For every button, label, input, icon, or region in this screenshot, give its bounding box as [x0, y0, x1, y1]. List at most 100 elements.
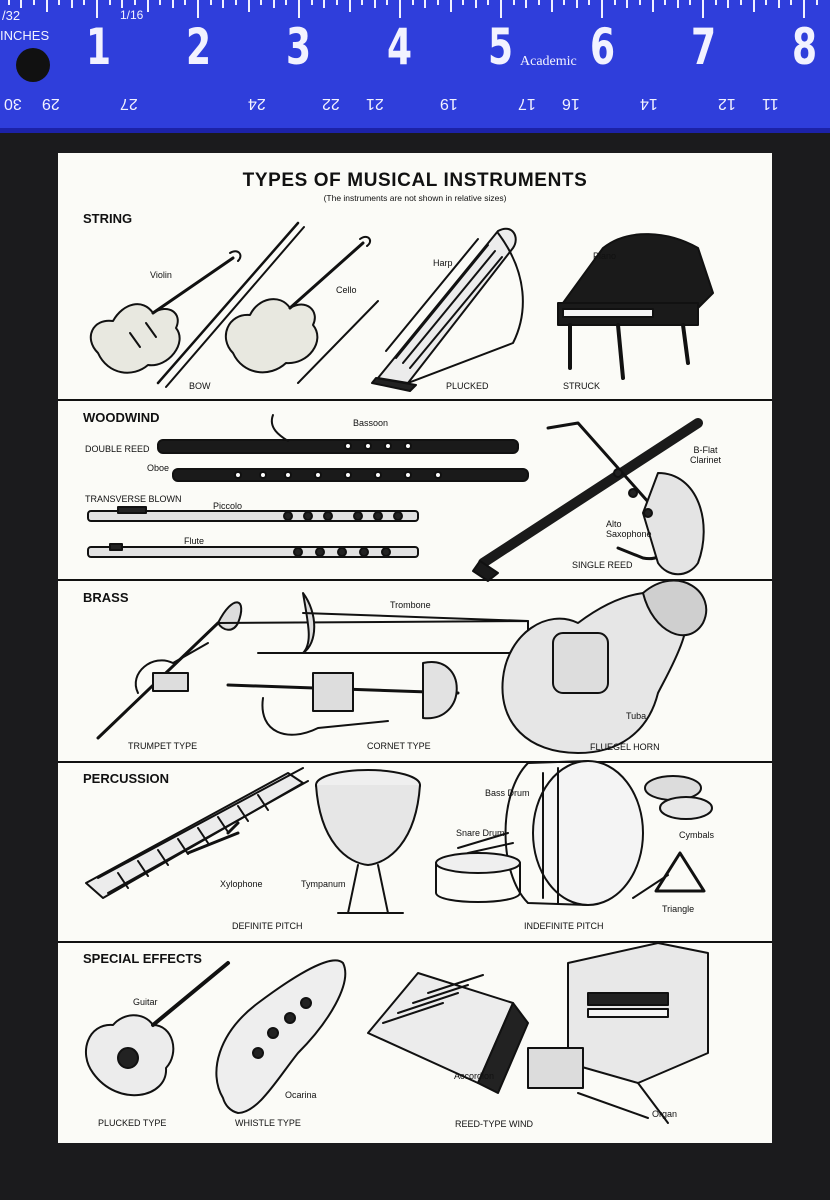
- label-saxophone: Alto Saxophone: [606, 519, 652, 539]
- ruler-cm-17: 17: [518, 95, 536, 112]
- ruler-tick: [474, 0, 477, 8]
- section-heading-special-effects: SPECIAL EFFECTS: [83, 951, 202, 966]
- ruler-tick: [512, 0, 515, 5]
- section-heading-percussion: PERCUSSION: [83, 771, 169, 786]
- ruler-inch-7: 7: [691, 18, 716, 76]
- ruler-tick: [714, 0, 717, 5]
- instrument-chart-page: TYPES OF MUSICAL INSTRUMENTS (The instru…: [58, 153, 772, 1143]
- ruler-tick: [20, 0, 23, 8]
- section-heading-woodwind: WOODWIND: [83, 410, 160, 425]
- ruler-tick: [739, 0, 742, 5]
- caption-plucked: PLUCKED: [446, 381, 489, 391]
- ruler-tick: [234, 0, 237, 5]
- ruler-inch-8: 8: [792, 18, 817, 76]
- ruler-tick: [133, 0, 136, 5]
- ruler-tick: [399, 0, 401, 18]
- ruler-tick: [702, 0, 704, 18]
- caption-single-reed: SINGLE REED: [572, 560, 633, 570]
- ruler-hole: [16, 48, 50, 82]
- caption-trumpet-type: TRUMPET TYPE: [128, 741, 198, 751]
- ruler: /32 INCHES 1/16 Academic 1 2 3 4 5 6 7 8…: [0, 0, 830, 133]
- ruler-tick: [184, 0, 187, 5]
- label-accordion: Accordion: [454, 1071, 495, 1081]
- label-ocarina: Ocarina: [285, 1090, 317, 1100]
- ruler-tick: [373, 0, 376, 8]
- ruler-tick: [752, 0, 755, 12]
- ruler-cm-14: 14: [640, 95, 658, 112]
- tuba-illustration: [501, 579, 708, 754]
- ruler-tick: [525, 0, 528, 8]
- ruler-brand: Academic: [520, 54, 577, 69]
- ruler-tick: [197, 0, 199, 18]
- ruler-cm-11: 11: [762, 95, 779, 112]
- piano-illustration: [557, 233, 714, 380]
- ruler-cm-19: 19: [440, 95, 458, 112]
- caption-double-reed: DOUBLE REED: [85, 444, 150, 454]
- ruler-tick: [121, 0, 124, 8]
- ruler-tick: [436, 0, 439, 5]
- harp-illustration: [371, 227, 524, 392]
- ruler-tick: [411, 0, 414, 5]
- ruler-cm-22: 22: [322, 95, 340, 112]
- ruler-tick: [323, 0, 326, 8]
- label-cello: Cello: [336, 285, 357, 295]
- page-title: TYPES OF MUSICAL INSTRUMENTS: [242, 170, 588, 191]
- ruler-tick: [335, 0, 338, 5]
- label-trombone: Trombone: [390, 600, 431, 610]
- section-heading-string: STRING: [83, 211, 133, 226]
- instrument-illustrations: [84, 221, 714, 1124]
- bassoon-illustration: [157, 414, 519, 454]
- piccolo-illustration: [87, 506, 419, 522]
- trombone-illustration: [217, 592, 529, 654]
- section-divider: [58, 761, 772, 763]
- label-flute: Flute: [184, 536, 205, 546]
- caption-definite-pitch: DEFINITE PITCH: [232, 921, 303, 931]
- ruler-tick: [613, 0, 616, 5]
- tympanum-illustration: [315, 769, 421, 914]
- xylophone-illustration: [85, 767, 309, 899]
- ruler-tick: [449, 0, 452, 12]
- ruler-cm-21: 21: [366, 95, 384, 112]
- ruler-tick: [45, 0, 48, 12]
- ruler-tick: [70, 0, 73, 8]
- caption-indefinite-pitch: INDEFINITE PITCH: [524, 921, 604, 931]
- ruler-tick: [575, 0, 578, 8]
- ruler-tick: [689, 0, 692, 5]
- page-subtitle: (The instruments are not shown in relati…: [323, 193, 507, 203]
- ruler-tick: [272, 0, 275, 8]
- ruler-inch-4: 4: [387, 18, 412, 76]
- ruler-tick: [96, 0, 98, 18]
- ruler-tick: [348, 0, 351, 12]
- ruler-tick: [664, 0, 667, 5]
- caption-fluegel-horn: FLUEGEL HORN: [590, 742, 660, 752]
- ruler-tick: [588, 0, 591, 5]
- ruler-inch-5: 5: [488, 18, 513, 76]
- guitar-illustration: [84, 961, 230, 1097]
- ruler-tick: [247, 0, 250, 12]
- label-violin: Violin: [150, 270, 172, 280]
- ruler-tick: [815, 0, 818, 5]
- ruler-tick: [298, 0, 300, 18]
- caption-whistle-type: WHISTLE TYPE: [235, 1118, 301, 1128]
- label-tuba: Tuba: [626, 711, 647, 721]
- ruler-inch-2: 2: [186, 18, 211, 76]
- saxophone-illustration: [546, 421, 705, 576]
- label-piano: Piano: [593, 251, 617, 261]
- caption-plucked-type: PLUCKED TYPE: [98, 1118, 167, 1128]
- oboe-illustration: [172, 468, 529, 482]
- ruler-tick: [563, 0, 566, 5]
- snare-drum-illustration: [435, 832, 521, 903]
- ruler-tick: [626, 0, 629, 8]
- label-bassoon: Bassoon: [353, 418, 389, 428]
- ruler-tick: [285, 0, 288, 5]
- label-organ: Organ: [652, 1109, 678, 1119]
- label-bass-drum: Bass Drum: [485, 788, 530, 798]
- ruler-cm-24: 24: [248, 95, 266, 112]
- ruler-tick: [83, 0, 86, 5]
- label-clarinet: B-Flat Clarinet: [690, 445, 722, 465]
- label-oboe: Oboe: [147, 463, 170, 473]
- label-harp: Harp: [433, 258, 453, 268]
- section-heading-brass: BRASS: [83, 590, 129, 605]
- ruler-tick: [765, 0, 768, 5]
- ruler-tick: [462, 0, 465, 5]
